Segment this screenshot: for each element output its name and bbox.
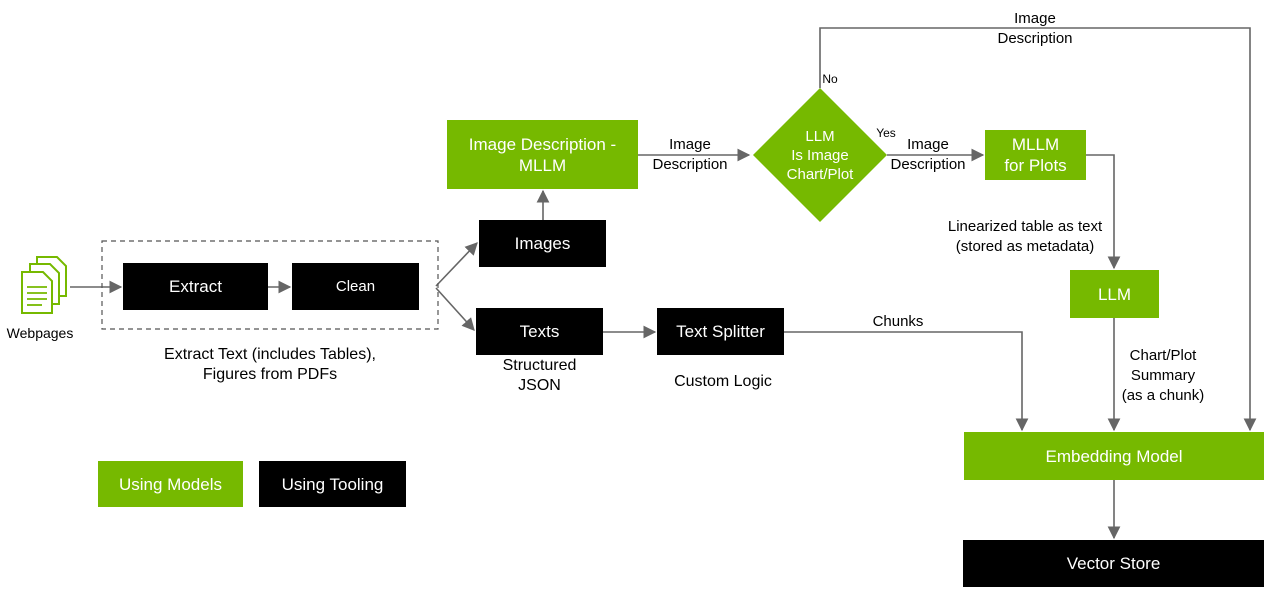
document-stack-icon — [21, 256, 67, 314]
extract-clean-group-border — [101, 240, 439, 330]
text-splitter-node: Text Splitter — [657, 308, 784, 355]
webpages-label: Webpages — [6, 325, 74, 341]
text-splitter-caption: Custom Logic — [674, 373, 772, 390]
top-route-label: Image Description — [997, 10, 1073, 47]
extract-group-caption: Extract Text (includes Tables), Figures … — [164, 346, 376, 383]
images-node: Images — [479, 220, 606, 267]
clean-node: Clean — [292, 263, 419, 310]
text-splitter-to-embedding-arrow — [784, 331, 1029, 432]
chart-summary-label: Chart/Plot Summary (as a chunk) — [1121, 347, 1205, 404]
clean-to-texts-arrow — [435, 287, 475, 331]
texts-node: Texts — [476, 308, 603, 355]
extract-node: Extract — [123, 263, 268, 310]
decision-no-label: No — [822, 72, 838, 86]
decision-no-route-arrow — [819, 27, 1257, 432]
mllm-to-llm-label: Linearized table as text (stored as meta… — [947, 218, 1103, 255]
clean-to-images-arrow — [435, 242, 478, 287]
vector-store-node: Vector Store — [963, 540, 1264, 587]
chunks-label: Chunks — [872, 313, 924, 330]
embedding-model-node: Embedding Model — [964, 432, 1264, 480]
decision-diamond — [753, 88, 887, 222]
image-to-decision-label: Image Description — [652, 136, 728, 173]
mllm-plots-to-llm-arrow — [1086, 154, 1121, 270]
image-description-mllm-node: Image Description - MLLM — [447, 120, 638, 189]
decision-yes-label: Yes — [876, 126, 896, 140]
llm-node: LLM — [1070, 270, 1159, 318]
legend-using-models: Using Models — [98, 461, 243, 507]
decision-to-mllm-label: Image Description — [890, 136, 966, 173]
legend-using-tooling: Using Tooling — [259, 461, 406, 507]
mllm-for-plots-node: MLLM for Plots — [985, 130, 1086, 180]
texts-caption: Structured JSON — [502, 357, 577, 394]
decision-llm-label: LLM Is Image Chart/Plot — [786, 127, 854, 183]
